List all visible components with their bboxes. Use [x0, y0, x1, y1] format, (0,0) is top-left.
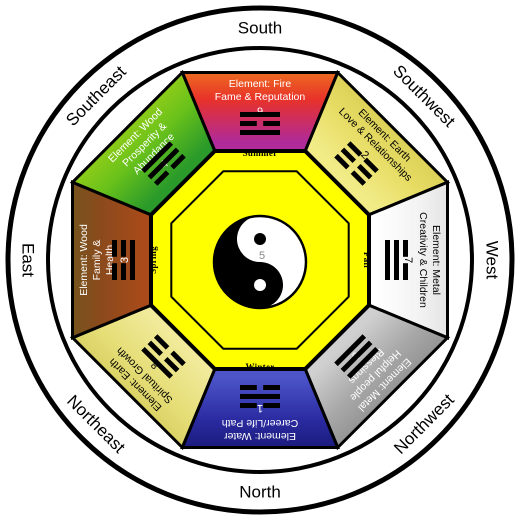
sector-east-number: 3 [119, 257, 131, 263]
trigram-icon [240, 385, 280, 408]
direction-label-east: East [19, 243, 38, 277]
sector-west-line-1: Creativity & Children [417, 212, 429, 308]
trigram-icon [141, 334, 186, 379]
sector-north-line-0: Element: Water [224, 430, 296, 442]
sector-north-line-1: Career/Life Path [222, 417, 299, 429]
season-spring-label: Spring [148, 246, 158, 274]
trigram-icon [385, 240, 408, 280]
season-winter-label: Winter [245, 362, 274, 372]
sector-south-line-1: Fame & Reputation [215, 91, 306, 103]
trigram-icon [334, 141, 379, 186]
yin-yang-icon [212, 214, 308, 310]
season-fall-label: Fall [362, 252, 372, 268]
sector-east-line-1: Family & [91, 240, 103, 281]
sector-east-line-0: Element: Wood [78, 224, 90, 296]
sector-west-line-0: Element: Metal [430, 225, 442, 295]
trigram-icon [334, 334, 379, 379]
center-number: 5 [259, 250, 265, 262]
center-inner-octagon [170, 170, 350, 350]
trigram-icon [240, 112, 280, 135]
trigram-icon [112, 240, 135, 280]
direction-label-north: North [239, 483, 281, 502]
sector-west-number: 7 [402, 257, 414, 263]
sector-north-number: 1 [257, 402, 263, 414]
direction-label-west: West [483, 241, 502, 280]
direction-label-south: South [238, 19, 282, 38]
sector-south-line-0: Element: Fire [229, 78, 292, 90]
season-summer-label: Summer [243, 148, 278, 158]
trigram-icon [141, 141, 186, 186]
